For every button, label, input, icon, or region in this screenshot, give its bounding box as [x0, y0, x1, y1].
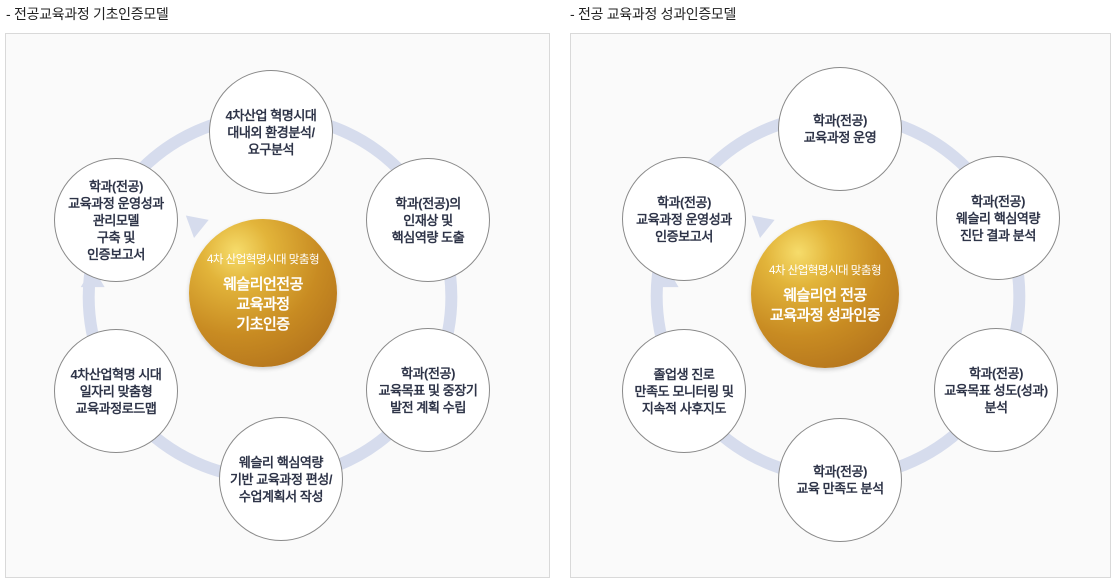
node-label: 학과(전공) 교육과정 운영: [803, 113, 877, 145]
left-center-badge: 4차 산업혁명시대 맞춤형 웨슬리언전공 교육과정 기초인증: [189, 219, 337, 367]
right-panel: 학과(전공) 교육과정 운영 학과(전공) 웨슬리 핵심역량 진단 결과 분석 …: [570, 33, 1111, 578]
right-node-competency-diagnosis: 학과(전공) 웨슬리 핵심역량 진단 결과 분석: [936, 156, 1060, 280]
node-label: 학과(전공) 교육과정 운영성과 인증보고서: [636, 194, 732, 244]
right-node-performance-report: 학과(전공) 교육과정 운영성과 인증보고서: [622, 157, 746, 281]
center-title: 웨슬리언전공 교육과정 기초인증: [223, 276, 303, 333]
node-label: 웨슬리 핵심역량 기반 교육과정 편성/ 수업계획서 작성: [229, 454, 333, 504]
node-label: 학과(전공) 교육목표 성도(성과) 분석: [944, 365, 1048, 415]
node-label: 학과(전공) 교육과정 운영성과 관리모델 구축 및 인증보고서: [68, 178, 164, 262]
node-label: 4차산업혁명 시대 일자리 맞춤형 교육과정로드맵: [70, 366, 162, 416]
left-node-talent-competency: 학과(전공)의 인재상 및 핵심역량 도출: [366, 158, 490, 282]
node-label: 4차산업 혁명시대 대내외 환경분석/ 요구분석: [225, 107, 317, 157]
left-node-environment-analysis: 4차산업 혁명시대 대내외 환경분석/ 요구분석: [209, 70, 333, 194]
center-title: 웨슬리언 전공 교육과정 성과인증: [769, 287, 881, 324]
right-node-curriculum-operation: 학과(전공) 교육과정 운영: [778, 67, 902, 191]
left-panel-title: - 전공교육과정 기초인증모델: [6, 6, 169, 22]
right-node-satisfaction-analysis: 학과(전공) 교육 만족도 분석: [778, 418, 902, 542]
node-label: 졸업생 진로 만족도 모니터링 및 지속적 사후지도: [634, 366, 734, 416]
left-node-curriculum-planning: 웨슬리 핵심역량 기반 교육과정 편성/ 수업계획서 작성: [219, 417, 343, 541]
node-label: 학과(전공)의 인재상 및 핵심역량 도출: [391, 195, 465, 245]
node-label: 학과(전공) 교육목표 및 중장기 발전 계획 수립: [378, 365, 478, 415]
left-panel: 4차산업 혁명시대 대내외 환경분석/ 요구분석 학과(전공)의 인재상 및 핵…: [5, 33, 550, 578]
right-center-badge: 4차 산업혁명시대 맞춤형 웨슬리언 전공 교육과정 성과인증: [751, 220, 899, 368]
center-subtitle: 4차 산업혁명시대 맞춤형: [206, 254, 320, 266]
center-subtitle: 4차 산업혁명시대 맞춤형: [768, 265, 882, 277]
node-label: 학과(전공) 교육 만족도 분석: [796, 464, 884, 496]
right-node-goal-achievement: 학과(전공) 교육목표 성도(성과) 분석: [934, 328, 1058, 452]
right-node-graduate-followup: 졸업생 진로 만족도 모니터링 및 지속적 사후지도: [622, 329, 746, 453]
node-label: 학과(전공) 웨슬리 핵심역량 진단 결과 분석: [955, 193, 1041, 243]
left-node-curriculum-roadmap: 4차산업혁명 시대 일자리 맞춤형 교육과정로드맵: [54, 329, 178, 453]
left-node-education-goals: 학과(전공) 교육목표 및 중장기 발전 계획 수립: [366, 328, 490, 452]
right-panel-title: - 전공 교육과정 성과인증모델: [570, 6, 737, 22]
left-node-performance-report: 학과(전공) 교육과정 운영성과 관리모델 구축 및 인증보고서: [54, 158, 178, 282]
